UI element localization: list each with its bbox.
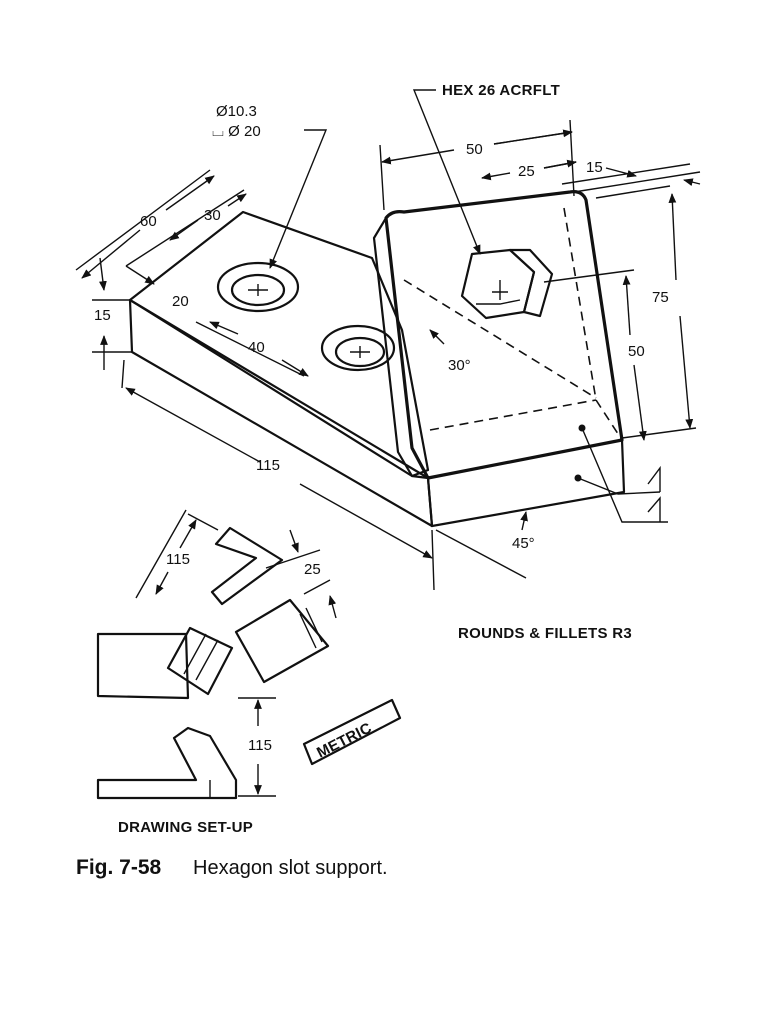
hidden-line-vertical [563, 207, 597, 401]
dim-50-side: 50 [628, 343, 645, 360]
figure-title: Hexagon slot support. [193, 857, 388, 879]
setup-title: DRAWING SET-UP [118, 819, 253, 836]
isometric-part [128, 190, 626, 528]
hex-slot [460, 248, 554, 320]
dim-115: 115 [256, 457, 280, 474]
drawing-setup-sketch [96, 509, 402, 800]
metric-stamp [302, 698, 402, 766]
dim-30-deg: 30° [448, 357, 471, 374]
dim-75: 75 [652, 289, 669, 306]
upright-front-face [384, 190, 624, 480]
dimension-lines [75, 89, 701, 591]
metric-label: METRIC [314, 719, 375, 761]
counterbore-hole-1 [216, 261, 300, 313]
dim-15-top: 15 [586, 159, 603, 176]
setup-chevron [210, 526, 284, 606]
labels: HEX 26 ACRFLT Ø10.3 ⌴ Ø 20 50 25 15 75 5… [76, 82, 669, 879]
hidden-line-hex-slot [403, 279, 597, 399]
setup-l-shape [96, 726, 238, 800]
hole-diameter-note: Ø10.3 [216, 103, 257, 120]
hole-center-line [195, 321, 305, 377]
setup-dim-115-b: 115 [248, 737, 272, 754]
hidden-line-back-base [429, 399, 597, 431]
dim-45-deg: 45° [512, 535, 535, 552]
setup-rect [96, 632, 190, 700]
dim-60: 60 [140, 213, 157, 230]
setup-square-1 [166, 626, 234, 696]
setup-dim-115-a: 115 [166, 551, 190, 568]
hex-note: HEX 26 ACRFLT [442, 82, 560, 99]
setup-dim-25: 25 [304, 561, 321, 578]
rounds-note: ROUNDS & FILLETS R3 [458, 625, 632, 642]
counterbore-hole-2 [320, 324, 396, 372]
figure-number: Fig. 7-58 [76, 856, 162, 879]
dim-25: 25 [518, 163, 535, 180]
setup-square-2 [234, 598, 330, 684]
dim-20: 20 [172, 293, 189, 310]
dim-50-top: 50 [466, 141, 483, 158]
dim-15-left: 15 [94, 307, 111, 324]
counterbore-note: ⌴ Ø 20 [212, 123, 261, 140]
hidden-line-base-top [595, 399, 623, 441]
dim-30: 30 [204, 207, 221, 224]
dim-40: 40 [248, 339, 265, 356]
